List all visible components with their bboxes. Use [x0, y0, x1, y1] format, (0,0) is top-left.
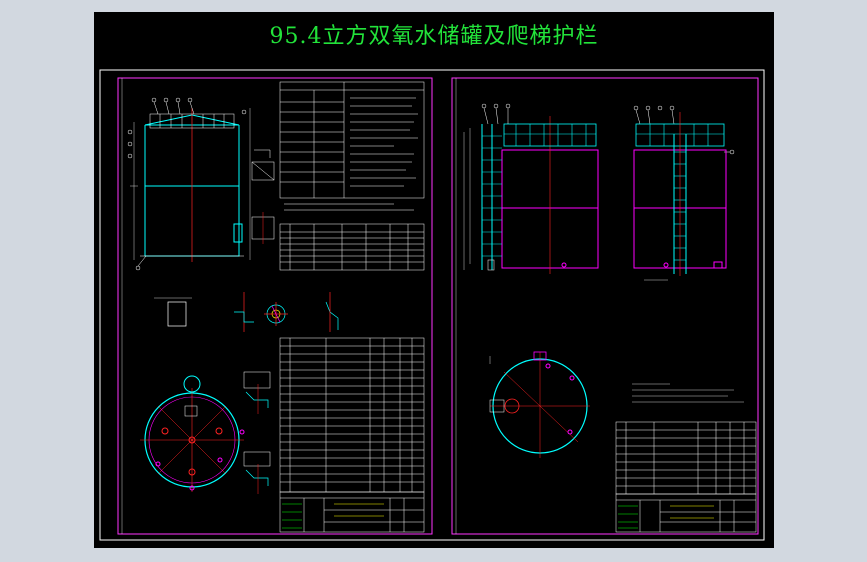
tank-elevation-right-b — [633, 112, 727, 281]
specs-table — [279, 81, 425, 211]
tank-elevation-left — [130, 108, 251, 262]
leader-balloons — [127, 97, 247, 271]
parts-list-left — [279, 337, 425, 493]
title-block-left — [279, 491, 425, 533]
cad-viewport[interactable]: 95.4立方双氧水储罐及爬梯护栏 — [94, 12, 774, 548]
small-details — [154, 292, 339, 332]
notes-right — [632, 383, 744, 403]
drawing-title: 95.4立方双氧水储罐及爬梯护栏 — [269, 24, 599, 49]
parts-list-right — [615, 421, 757, 495]
cad-drawing — [99, 69, 765, 541]
plan-details — [243, 371, 271, 494]
nozzle-table — [279, 223, 425, 271]
tank-plan-right — [489, 351, 590, 458]
left-sheet-border — [117, 77, 433, 535]
right-sheet-border — [451, 77, 759, 535]
outer-frame — [99, 69, 765, 541]
nozzle-details-left — [251, 149, 275, 244]
leader-balloons-right — [481, 103, 735, 155]
tank-elevation-right-a — [463, 116, 599, 274]
title-block-right — [615, 493, 757, 533]
tank-plan-left — [140, 375, 245, 492]
